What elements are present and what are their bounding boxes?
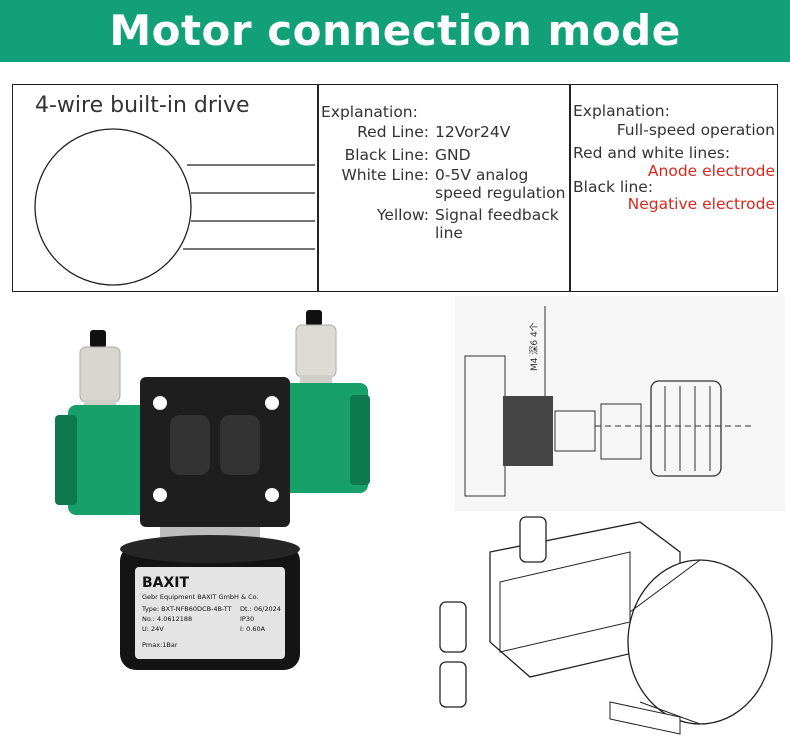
negative-text: Negative electrode: [627, 195, 775, 213]
pump-body: [140, 377, 290, 527]
wiring-title: 4-wire built-in drive: [35, 93, 250, 118]
page-title: Motor connection mode: [109, 6, 681, 55]
label-no: No.: 4.0612188: [142, 615, 192, 623]
table-divider: [569, 85, 571, 291]
title-banner: Motor connection mode: [0, 0, 790, 62]
fitting: [295, 324, 337, 378]
drawing-cap: [650, 380, 722, 477]
screw: [153, 488, 167, 502]
drawing-nipple: [554, 410, 596, 452]
label-u: U: 24V: [142, 625, 164, 633]
yellow-line-value: Signal feedback: [435, 206, 559, 224]
label-type: Type: BXT-NFB60DCB-4B-TT: [141, 605, 232, 613]
drawing-motor: [627, 559, 773, 725]
red-line-value: 12Vor24V: [435, 123, 511, 141]
screw: [153, 396, 167, 410]
wiring-spec-table: 4-wire built-in drive Explanation: Red L…: [12, 84, 778, 292]
screw: [265, 488, 279, 502]
yellow-line-label: Yellow:: [376, 206, 429, 224]
label-pmax: Pmax:1Bar: [142, 641, 178, 649]
motor-circle: [34, 128, 192, 286]
red-line-label: Red Line:: [357, 123, 429, 141]
yellow-line-value-cont: line: [435, 224, 463, 242]
white-line-label: White Line:: [341, 166, 429, 184]
motor-top: [120, 535, 300, 563]
pump-head-left: [68, 405, 158, 515]
explanation-heading: Explanation:: [321, 103, 418, 121]
full-speed-text: Full-speed operation: [616, 121, 775, 139]
label-i: I: 0.60A: [240, 625, 266, 633]
pump-photo: BAXIT Gebr Equipment BAXIT GmbH & Co. Ty…: [55, 310, 370, 670]
white-line-value-cont: speed regulation: [435, 184, 566, 202]
label-ip: IP30: [240, 615, 254, 623]
motor-wiring-diagram: [34, 128, 315, 286]
fitting: [79, 346, 121, 403]
pump-body-slot: [220, 415, 260, 475]
motor-label: [135, 567, 285, 659]
explanation-heading-2: Explanation:: [573, 102, 670, 120]
drawing-bracket: [609, 701, 681, 735]
table-divider: [317, 85, 319, 291]
drawing-fitting: [439, 661, 467, 708]
fitting-cap: [306, 310, 322, 326]
drawing-thread: [503, 396, 553, 466]
label-company: Gebr Equipment BAXIT GmbH & Co.: [142, 593, 259, 601]
anode-text: Anode electrode: [647, 162, 775, 180]
fitting-cap: [90, 330, 106, 348]
white-line-value: 0-5V analog: [435, 166, 529, 184]
pump-head-right: [278, 383, 368, 493]
drawing-fitting: [439, 601, 467, 653]
drawing-note: M4 深6 4个: [529, 322, 540, 371]
drawing-ring: [600, 403, 642, 460]
pump-body-slot: [170, 415, 210, 475]
technical-drawing: M4 深6 4个: [455, 296, 785, 511]
black-line-value: GND: [435, 146, 471, 164]
drawing-fitting: [519, 516, 547, 563]
label-brand: BAXIT: [142, 575, 190, 591]
label-date: Dt.: 06/2024: [240, 605, 281, 613]
line-drawing: [439, 516, 773, 735]
pump-head-left-side: [55, 415, 77, 505]
red-white-label: Red and white lines:: [573, 144, 731, 162]
screw: [265, 396, 279, 410]
pump-head-right-side: [350, 395, 370, 485]
black-line-label-2: Black line:: [573, 178, 654, 196]
black-line-label: Black Line:: [344, 146, 429, 164]
